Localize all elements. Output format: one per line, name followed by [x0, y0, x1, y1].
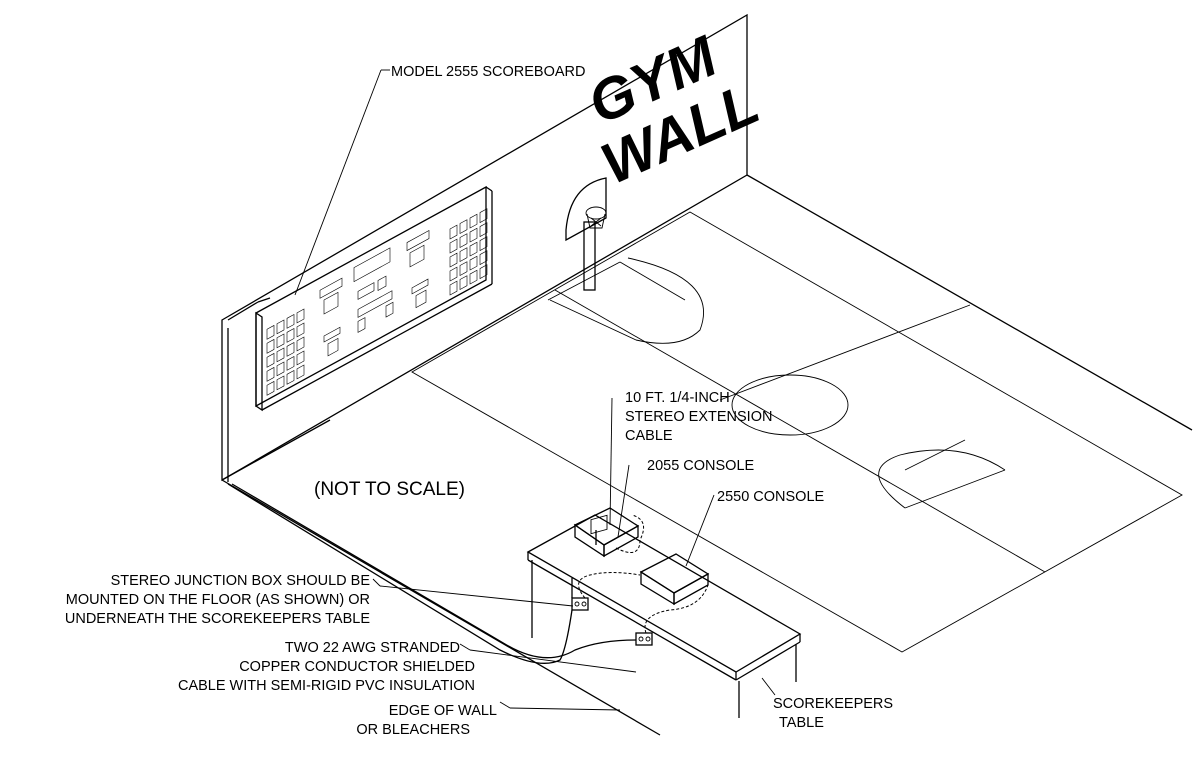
label-cable-3: CABLE WITH SEMI-RIGID PVC INSULATION — [178, 678, 475, 694]
label-cable-2: COPPER CONDUCTOR SHIELDED — [239, 659, 475, 675]
scoreboard-cell — [286, 341, 295, 357]
scoreboard-cell — [286, 369, 295, 385]
label-wall-edge-2: OR BLEACHERS — [356, 722, 470, 738]
scoreboard-cell — [286, 355, 295, 371]
scoreboard-cell — [266, 366, 275, 382]
scoreboard-cell — [469, 213, 478, 229]
scoreboard-cell — [266, 380, 275, 396]
label-junction-box-3: UNDERNEATH THE SCOREKEEPERS TABLE — [65, 611, 370, 627]
label-junction-box-2: MOUNTED ON THE FLOOR (AS SHOWN) OR — [66, 592, 370, 608]
label-table-1: SCOREKEEPERS — [773, 696, 893, 712]
scoreboard-cell — [449, 280, 458, 296]
basketball-hoop — [565, 177, 607, 291]
scoreboard-cell — [459, 233, 468, 249]
scoreboard-cell — [411, 278, 429, 295]
scoreboard-cell — [469, 227, 478, 243]
basketball-court — [411, 211, 1183, 653]
label-wall-edge-1: EDGE OF WALL — [389, 703, 497, 719]
scoreboard-cell — [323, 326, 341, 343]
scoreboard-cell — [385, 301, 394, 318]
gym-floor — [221, 174, 1193, 736]
scoreboard-cell — [319, 277, 343, 299]
scoreboard-cell — [266, 324, 275, 340]
scoreboard-cell — [377, 275, 387, 291]
scoreboard-cell — [459, 219, 468, 235]
scoreboard-cell — [276, 319, 285, 335]
label-scoreboard: MODEL 2555 SCOREBOARD — [391, 64, 585, 80]
scoreboard-cell — [406, 230, 430, 252]
scoreboard — [255, 185, 493, 412]
scoreboard-cell — [459, 275, 468, 291]
scoreboard-cell — [296, 322, 305, 338]
scoreboard-cell — [469, 255, 478, 271]
scoreboard-cell — [327, 337, 339, 357]
scoreboard-cell — [469, 241, 478, 257]
scoreboard-cell — [296, 308, 305, 324]
scoreboard-cell — [266, 352, 275, 368]
scoreboard-cell — [266, 338, 275, 354]
label-extension-cable-1: 10 FT. 1/4-INCH — [625, 390, 730, 406]
scoreboard-cell — [296, 350, 305, 366]
label-2055-console: 2055 CONSOLE — [647, 458, 755, 474]
scoreboard-cell — [449, 266, 458, 282]
scoreboard-cell — [276, 375, 285, 391]
junction-box-1 — [571, 597, 589, 611]
label-cable-1: TWO 22 AWG STRANDED — [285, 640, 460, 656]
scoreboard-cell — [357, 290, 393, 318]
scorekeepers-table — [526, 514, 802, 718]
scoreboard-digit-grid — [266, 208, 488, 396]
scoreboard-cell — [469, 269, 478, 285]
cables — [227, 297, 709, 664]
label-junction-box-1: STEREO JUNCTION BOX SHOULD BE — [111, 573, 371, 589]
scoreboard-cell — [276, 361, 285, 377]
scoreboard-cell — [479, 222, 488, 238]
not-to-scale-note: (NOT TO SCALE) — [314, 479, 465, 500]
scoreboard-cell — [357, 317, 366, 333]
console-2055 — [573, 507, 640, 558]
scoreboard-cell — [296, 336, 305, 352]
scoreboard-cell — [276, 333, 285, 349]
scoreboard-cell — [449, 224, 458, 240]
scoreboard-cell — [449, 238, 458, 254]
label-table-2: TABLE — [779, 715, 824, 731]
scoreboard-cell — [353, 247, 391, 283]
scoreboard-cell — [479, 264, 488, 280]
scoreboard-cell — [449, 252, 458, 268]
scoreboard-cell — [479, 250, 488, 266]
scoreboard-cell — [415, 289, 427, 309]
scoreboard-cell — [409, 244, 425, 268]
scoreboard-cell — [286, 313, 295, 329]
label-2550-console: 2550 CONSOLE — [717, 489, 825, 505]
junction-box-2 — [635, 632, 653, 646]
scoreboard-cell — [296, 364, 305, 380]
label-extension-cable-2: STEREO EXTENSION — [625, 409, 772, 425]
scoreboard-cell — [479, 208, 488, 224]
scoreboard-cell — [286, 327, 295, 343]
scoreboard-cell — [276, 347, 285, 363]
scoreboard-cell — [459, 261, 468, 277]
label-extension-cable-3: CABLE — [625, 428, 673, 444]
scoreboard-cell — [323, 291, 339, 315]
scoreboard-cell — [479, 236, 488, 252]
scoreboard-cell — [357, 282, 375, 300]
scoreboard-cell — [459, 247, 468, 263]
leader-lines — [294, 69, 776, 711]
